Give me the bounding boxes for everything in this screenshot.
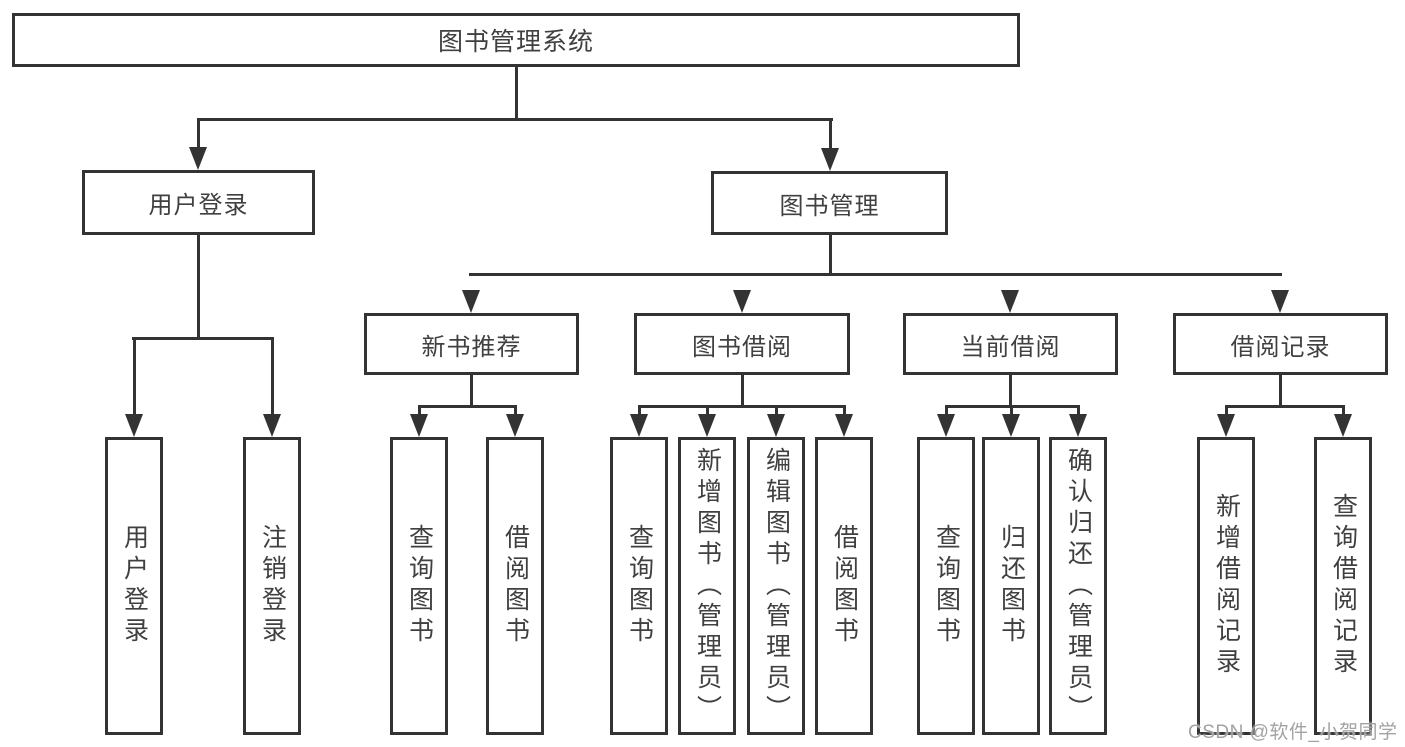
- connector-line: [469, 273, 1282, 276]
- arrow-down-icon: [263, 414, 281, 437]
- connector-line: [843, 405, 846, 418]
- arrow-down-icon: [1001, 290, 1019, 313]
- node-label: 借阅记录: [1230, 333, 1331, 361]
- node-label: 当前借阅: [960, 333, 1061, 361]
- connector-line: [132, 337, 274, 340]
- connector-line: [271, 337, 274, 419]
- node-book-management: 图书管理: [711, 171, 948, 235]
- connector-line: [638, 405, 846, 408]
- leaf-query-books-current: 查询图书: [917, 437, 975, 735]
- leaf-query-books-borrow: 查询图书: [610, 437, 668, 735]
- node-label: 新增借阅记录: [1212, 493, 1241, 679]
- arrow-down-icon: [189, 147, 207, 170]
- node-label: 注销登录: [258, 524, 287, 648]
- connector-line: [515, 67, 518, 120]
- arrow-down-icon: [835, 414, 853, 437]
- connector-line: [945, 405, 948, 418]
- connector-line: [1009, 375, 1012, 407]
- connector-line: [945, 405, 1080, 408]
- connector-line: [1225, 405, 1345, 408]
- connector-line: [829, 235, 832, 276]
- arrow-down-icon: [698, 414, 716, 437]
- arrow-down-icon: [410, 414, 428, 437]
- arrow-down-icon: [733, 290, 751, 313]
- node-label: 图书借阅: [692, 333, 792, 361]
- arrow-down-icon: [821, 148, 839, 171]
- node-library-system: 图书管理系统: [12, 13, 1020, 67]
- arrow-down-icon: [125, 414, 143, 437]
- arrow-down-icon: [462, 290, 480, 313]
- node-current-borrow: 当前借阅: [903, 313, 1118, 375]
- arrow-down-icon: [767, 414, 785, 437]
- arrow-down-icon: [1271, 290, 1289, 313]
- node-label: 查询图书: [932, 524, 961, 648]
- node-label: 借阅图书: [830, 524, 859, 648]
- node-new-book-recommend: 新书推荐: [364, 313, 579, 375]
- leaf-edit-book-admin: 编辑图书（管理员）: [747, 437, 805, 735]
- leaf-user-login: 用户登录: [105, 437, 163, 735]
- connector-line: [706, 405, 709, 418]
- leaf-query-books-recommend: 查询图书: [390, 437, 448, 735]
- connector-line: [197, 235, 200, 339]
- connector-line: [197, 118, 200, 152]
- connector-line: [775, 405, 778, 418]
- node-book-borrow: 图书借阅: [634, 313, 850, 375]
- node-label: 借阅图书: [501, 524, 530, 648]
- node-label: 新增图书（管理员）: [693, 446, 722, 726]
- connector-line: [741, 375, 744, 407]
- node-label: 查询图书: [405, 524, 434, 648]
- connector-line: [470, 375, 473, 407]
- node-label: 用户登录: [148, 192, 249, 219]
- connector-line: [638, 405, 641, 418]
- connector-line: [829, 118, 832, 154]
- leaf-confirm-return-admin: 确认归还（管理员）: [1049, 437, 1107, 735]
- leaf-logout: 注销登录: [243, 437, 301, 735]
- leaf-add-book-admin: 新增图书（管理员）: [678, 437, 736, 735]
- node-label: 确认归还（管理员）: [1064, 446, 1093, 726]
- node-label: 用户登录: [120, 524, 149, 648]
- node-label: 查询借阅记录: [1329, 493, 1358, 679]
- node-label: 新书推荐: [421, 333, 522, 361]
- node-label: 图书管理: [779, 192, 880, 220]
- connector-line: [418, 405, 421, 418]
- node-borrow-records: 借阅记录: [1173, 313, 1388, 375]
- connector-line: [133, 337, 136, 419]
- arrow-down-icon: [1069, 414, 1087, 437]
- leaf-add-borrow-record: 新增借阅记录: [1197, 437, 1255, 735]
- connector-line: [1342, 405, 1345, 418]
- leaf-borrow-books-borrow: 借阅图书: [815, 437, 873, 735]
- node-label: 归还图书: [997, 524, 1026, 648]
- node-label: 编辑图书（管理员）: [762, 446, 791, 726]
- connector-line: [197, 118, 833, 121]
- arrow-down-icon: [630, 414, 648, 437]
- node-user-login: 用户登录: [82, 170, 315, 235]
- connector-line: [1010, 405, 1013, 418]
- leaf-return-book: 归还图书: [982, 437, 1040, 735]
- connector-line: [1225, 405, 1228, 418]
- arrow-down-icon: [506, 414, 524, 437]
- node-label: 图书管理系统: [437, 28, 594, 56]
- connector-line: [1077, 405, 1080, 418]
- arrow-down-icon: [1002, 414, 1020, 437]
- connector-line: [514, 405, 517, 418]
- leaf-query-borrow-record: 查询借阅记录: [1314, 437, 1372, 735]
- connector-line: [1279, 375, 1282, 407]
- node-label: 查询图书: [625, 524, 654, 648]
- arrow-down-icon: [1334, 414, 1352, 437]
- connector-line: [418, 405, 517, 408]
- watermark: CSDN @软件_小贺同学: [1188, 722, 1398, 743]
- arrow-down-icon: [1217, 414, 1235, 437]
- leaf-borrow-books-recommend: 借阅图书: [486, 437, 544, 735]
- arrow-down-icon: [937, 414, 955, 437]
